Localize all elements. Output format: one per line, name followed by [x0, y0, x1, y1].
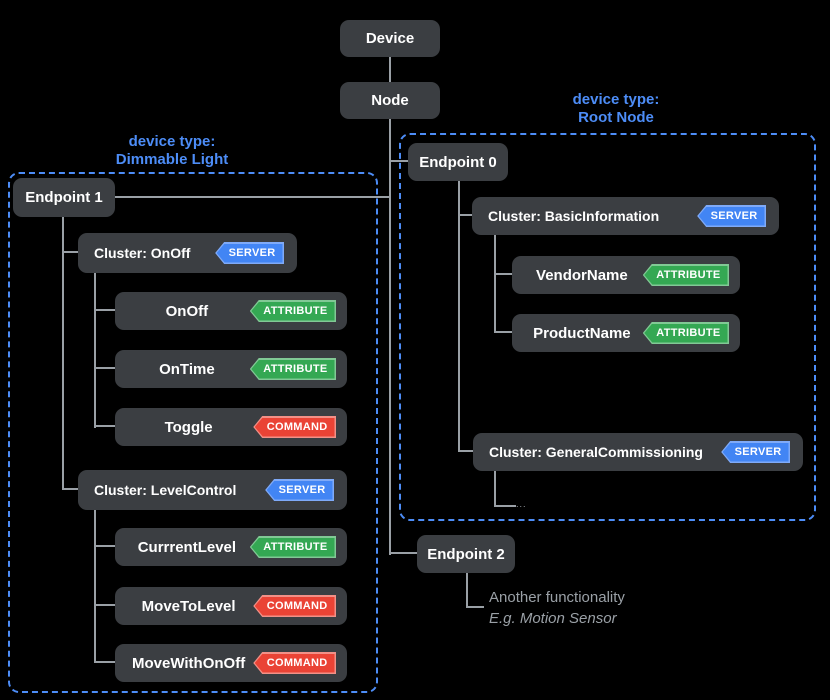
command-toggle-label: Toggle — [164, 418, 213, 436]
cluster-basicinformation-box: Cluster: BasicInformation SERVER — [472, 197, 779, 235]
attribute-currrentlevel-box: CurrrentLevel ATTRIBUTE — [115, 528, 347, 566]
server-badge: SERVER — [265, 479, 334, 501]
endpoint-1-box: Endpoint 1 — [13, 178, 115, 217]
attribute-vendorname-label: VendorName — [536, 266, 628, 284]
attribute-badge: ATTRIBUTE — [249, 300, 336, 322]
connector-endpoint2-note-v — [466, 573, 468, 608]
connector-endpoint0-children — [458, 181, 460, 452]
attribute-badge: ATTRIBUTE — [249, 536, 336, 558]
node-box: Node — [340, 82, 440, 119]
cluster-levelcontrol-label: Cluster: LevelControl — [94, 482, 237, 498]
server-badge: SERVER — [215, 242, 284, 264]
cluster-generalcommissioning-label: Cluster: GeneralCommissioning — [489, 444, 703, 460]
cluster-generalcommissioning-box: Cluster: GeneralCommissioning SERVER — [473, 433, 803, 471]
attribute-ontime-label: OnTime — [159, 360, 215, 378]
attribute-badge: ATTRIBUTE — [642, 264, 729, 286]
connector-stub-toggle — [94, 425, 116, 427]
command-toggle-box: Toggle COMMAND — [115, 408, 347, 446]
caption-line: device type: — [128, 133, 216, 150]
command-movewithonoff-box: MoveWithOnOff COMMAND — [115, 644, 347, 682]
cluster-levelcontrol-box: Cluster: LevelControl SERVER — [78, 470, 347, 510]
dimmable-light-group-border — [8, 172, 378, 693]
connector-stub-basicinformation — [458, 214, 473, 216]
note-line-2: E.g. Motion Sensor — [489, 610, 617, 627]
attribute-vendorname-box: VendorName ATTRIBUTE — [512, 256, 740, 294]
endpoint-1-label: Endpoint 1 — [25, 189, 103, 206]
attribute-productname-label: ProductName — [533, 324, 631, 342]
connector-stub-movewithonoff — [94, 661, 116, 663]
attribute-badge: ATTRIBUTE — [642, 322, 729, 344]
connector-stub-vendorname — [494, 273, 513, 275]
connector-stub-ontime — [94, 367, 116, 369]
connector-generalcommissioning-more-v — [494, 471, 496, 507]
connector-endpoint1-children — [62, 217, 64, 490]
more-items-ellipsis: ... — [516, 499, 527, 509]
cluster-onoff-box: Cluster: OnOff SERVER — [78, 233, 297, 273]
dimmable-light-caption: device type: Dimmable Light — [72, 133, 272, 169]
connector-stub-currrentlevel — [94, 545, 116, 547]
note-line-1: Another functionality — [489, 589, 625, 606]
connector-onoff-children — [94, 273, 96, 428]
connector-basicinformation-children — [494, 235, 496, 333]
connector-node-trunk — [389, 119, 391, 555]
command-badge: COMMAND — [253, 652, 336, 674]
command-badge: COMMAND — [253, 595, 336, 617]
endpoint-2-box: Endpoint 2 — [417, 535, 515, 573]
connector-endpoint2-note-h — [466, 606, 484, 608]
attribute-onoff-label: OnOff — [165, 302, 209, 320]
cluster-basicinformation-label: Cluster: BasicInformation — [488, 208, 660, 224]
connector-levelcontrol-children — [94, 510, 96, 663]
command-movetolevel-label: MoveToLevel — [141, 597, 236, 615]
endpoint-0-label: Endpoint 0 — [419, 153, 497, 171]
attribute-productname-box: ProductName ATTRIBUTE — [512, 314, 740, 352]
device-box: Device — [340, 20, 440, 57]
connector-stub-generalcommissioning — [458, 450, 474, 452]
connector-device-node — [389, 57, 391, 82]
connector-stub-onoff — [94, 309, 116, 311]
cluster-onoff-label: Cluster: OnOff — [94, 245, 191, 261]
attribute-ontime-box: OnTime ATTRIBUTE — [115, 350, 347, 388]
caption-line: Root Node — [578, 109, 654, 126]
root-node-caption: device type: Root Node — [511, 91, 721, 127]
node-label: Node — [371, 92, 409, 109]
endpoint-0-box: Endpoint 0 — [408, 143, 508, 181]
attribute-badge: ATTRIBUTE — [249, 358, 336, 380]
caption-line: Dimmable Light — [115, 151, 229, 168]
server-badge: SERVER — [697, 205, 766, 227]
command-badge: COMMAND — [253, 416, 336, 438]
connector-stub-levelcontrol-cluster — [62, 488, 79, 490]
command-movetolevel-box: MoveToLevel COMMAND — [115, 587, 347, 625]
command-movewithonoff-label: MoveWithOnOff — [132, 654, 246, 672]
caption-line: device type: — [572, 91, 660, 108]
server-badge: SERVER — [721, 441, 790, 463]
connector-stub-productname — [494, 331, 513, 333]
connector-generalcommissioning-more-h — [494, 505, 516, 507]
connector-stub-onoff-cluster — [62, 251, 79, 253]
connector-stub-movetolevel — [94, 604, 116, 606]
connector-endpoint2 — [390, 552, 418, 554]
root-node-group-border — [399, 133, 816, 521]
connector-endpoint1 — [114, 196, 390, 198]
device-label: Device — [365, 30, 415, 47]
attribute-onoff-box: OnOff ATTRIBUTE — [115, 292, 347, 330]
endpoint-2-note: Another functionality E.g. Motion Sensor — [489, 587, 625, 629]
endpoint-2-label: Endpoint 2 — [427, 545, 505, 563]
attribute-currrentlevel-label: CurrrentLevel — [137, 538, 237, 556]
